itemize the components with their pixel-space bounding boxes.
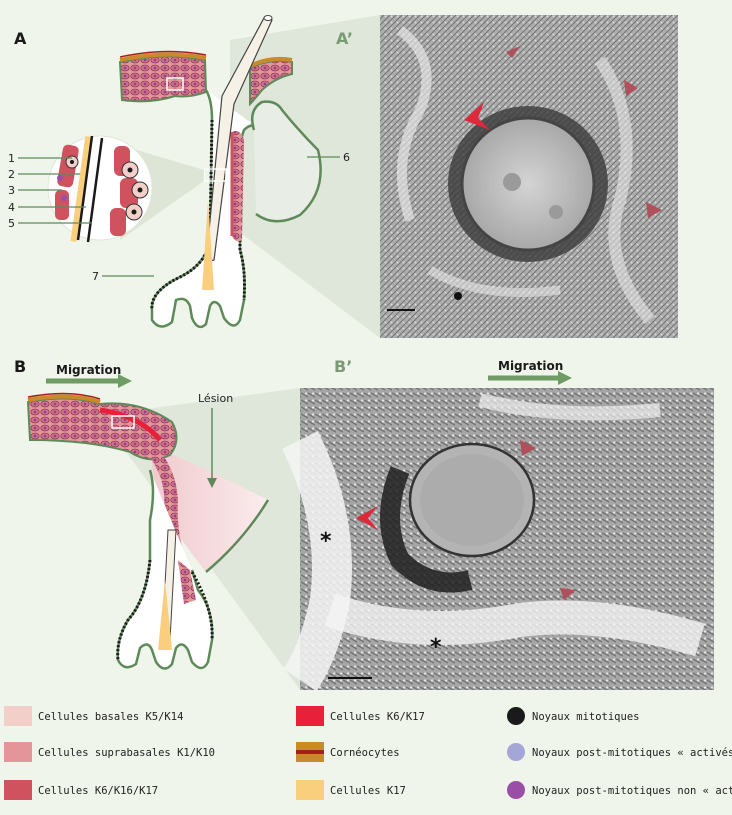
panel-b: Migration Lésion B B’ bbox=[14, 357, 352, 690]
k17-core-a bbox=[202, 200, 214, 290]
legend-dot-noyaux-post-mitotiques-non-activ-s bbox=[507, 781, 525, 799]
inset-box-b bbox=[111, 415, 135, 429]
magnified-inset-content bbox=[55, 135, 149, 243]
migration-arrow-b-prime-group: Migration bbox=[488, 359, 572, 385]
callout-6: 6 bbox=[343, 151, 350, 164]
epidermis-b bbox=[26, 397, 178, 461]
legend-swatch-cellules-basales-k5-k14 bbox=[4, 706, 32, 726]
arrowhead-red-a bbox=[464, 102, 490, 130]
legend-swatch-cellules-suprabasales-k1-k10 bbox=[4, 742, 32, 762]
k6-k16-k17-layer-a bbox=[232, 131, 244, 242]
asterisk-b-2: * bbox=[430, 635, 442, 660]
legend-dot-noyaux-post-mitotiques-activ-s bbox=[507, 743, 525, 761]
inset-box-epidermis bbox=[166, 77, 184, 91]
legend-label-cellules-suprabasales-k1-k10: Cellules suprabasales K1/K10 bbox=[38, 747, 215, 759]
panel-label-b: B bbox=[14, 357, 26, 376]
panel-a-prime-micrograph bbox=[380, 15, 678, 338]
lesion-label: Lésion bbox=[198, 392, 233, 405]
dark-cytoplasm-b bbox=[380, 466, 473, 593]
arrowhead-muted-a-1 bbox=[506, 46, 520, 58]
legend-swatch-cellules-k6-k16-k17 bbox=[4, 780, 32, 800]
asterisk-b-1: * bbox=[320, 529, 332, 554]
panel-b-prime-micrograph: * * bbox=[282, 388, 714, 692]
legend-swatch-cellules-k6-k17 bbox=[296, 706, 324, 726]
migration-label-b: Migration bbox=[56, 363, 121, 377]
arrowhead-muted-a-3 bbox=[646, 202, 662, 218]
arrowhead-muted-a-2 bbox=[624, 80, 638, 96]
callout-4: 4 bbox=[8, 201, 15, 214]
follicle-outline-b bbox=[116, 469, 214, 670]
legend-swatch-stripe bbox=[296, 750, 324, 754]
panel-label-a: A bbox=[14, 29, 27, 48]
callout-1: 1 bbox=[8, 152, 15, 165]
legend-label-cellules-k6-k16-k17: Cellules K6/K16/K17 bbox=[38, 785, 158, 797]
nucleus-a bbox=[460, 116, 596, 252]
legend-label-noyaux-mitotiques: Noyaux mitotiques bbox=[532, 711, 639, 723]
panel-label-b-prime: B’ bbox=[334, 357, 352, 376]
epidermis-left-a bbox=[118, 55, 208, 103]
callout-5: 5 bbox=[8, 217, 15, 230]
k17-core-b bbox=[158, 580, 172, 650]
legend-dot-noyaux-mitotiques bbox=[507, 707, 525, 725]
callout-7: 7 bbox=[92, 270, 99, 283]
epidermis-right-a bbox=[249, 59, 293, 107]
legend-label-noyaux-post-mitotiques-non-activ-s: Noyaux post-mitotiques non « activés » bbox=[532, 785, 732, 797]
migrating-cells-b bbox=[152, 452, 186, 560]
legend-label-noyaux-post-mitotiques-activ-s: Noyaux post-mitotiques « activés » bbox=[532, 747, 732, 759]
legend-swatch-cellules-k17 bbox=[296, 780, 324, 800]
arrowhead-muted-b-2 bbox=[560, 588, 576, 600]
arrowhead-muted-b-1 bbox=[520, 440, 536, 456]
arrowhead-red-b bbox=[356, 506, 378, 530]
legend-label-cellules-k6-k17: Cellules K6/K17 bbox=[330, 711, 425, 723]
callout-3: 3 bbox=[8, 184, 15, 197]
legend-label-cellules-basales-k5-k14: Cellules basales K5/K14 bbox=[38, 711, 183, 723]
sebaceous-gland bbox=[251, 100, 322, 223]
corneocyte-layer bbox=[119, 52, 207, 62]
legend-label-corn-ocytes: Cornéocytes bbox=[330, 747, 400, 759]
callout-2: 2 bbox=[8, 168, 15, 181]
panel-label-a-prime: A’ bbox=[336, 29, 353, 48]
panel-a: A A’ 1 2 3 4 5 6 7 bbox=[8, 15, 380, 338]
legend-label-cellules-k17: Cellules K17 bbox=[330, 785, 406, 797]
migration-label-b-prime: Migration bbox=[498, 359, 563, 373]
